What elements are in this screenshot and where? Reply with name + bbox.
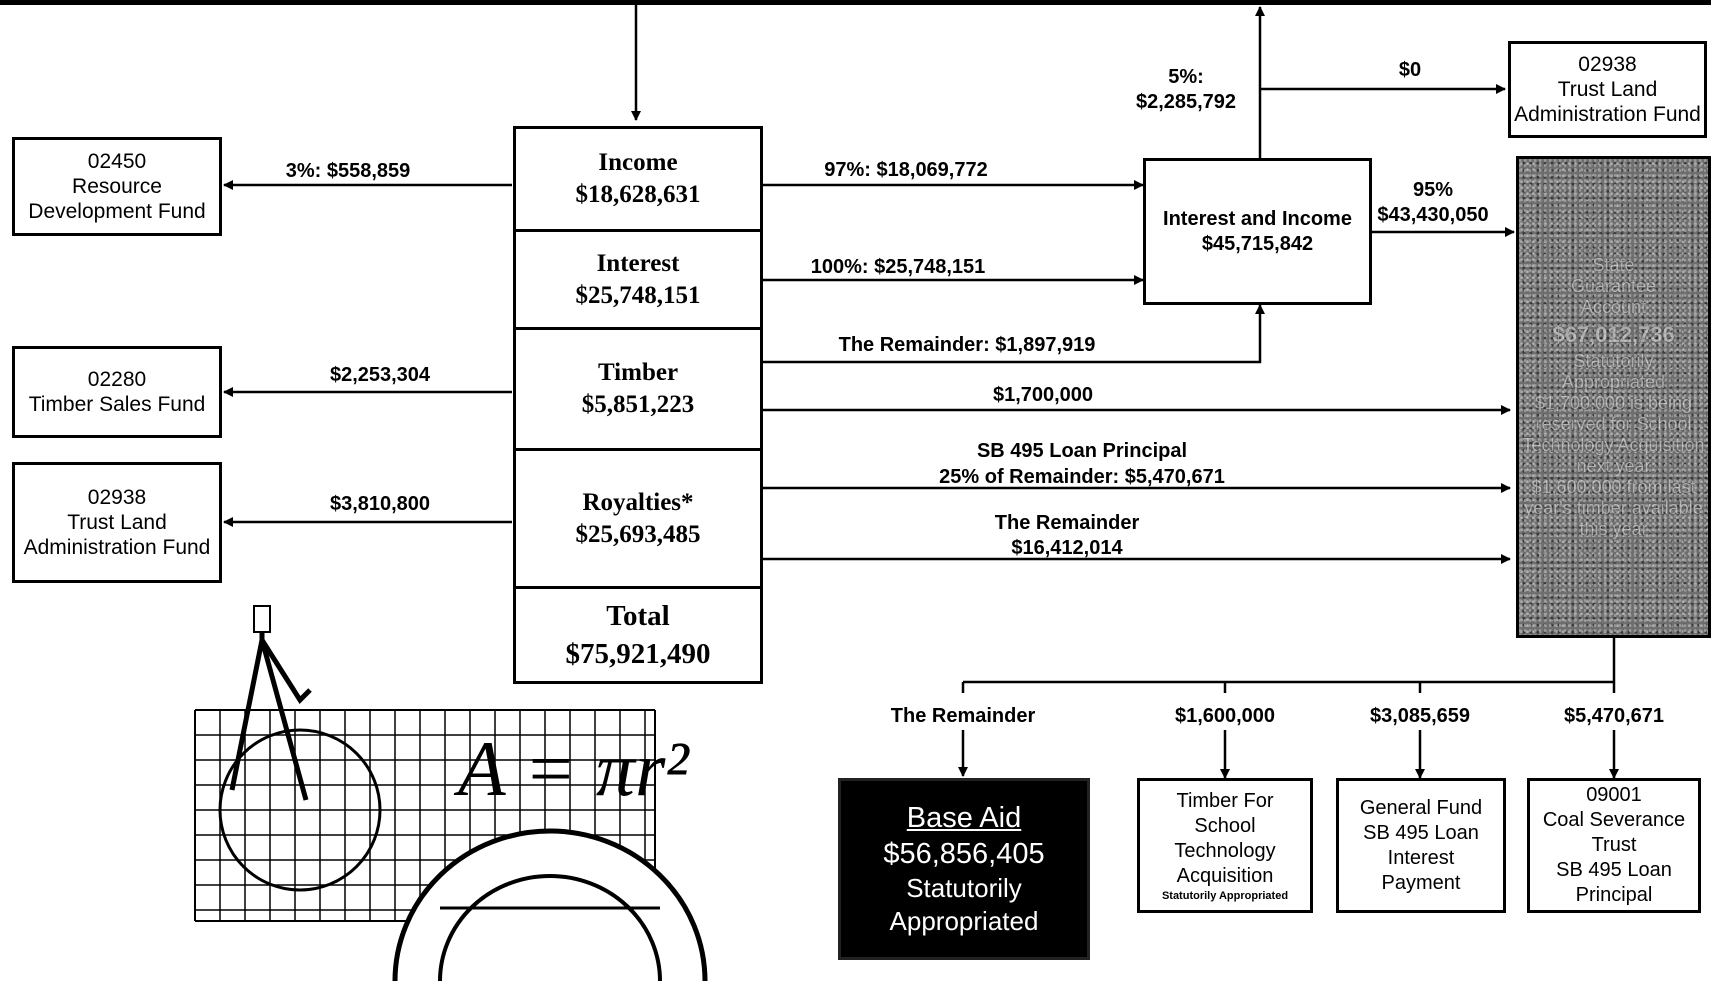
line: SB 495 Loan [1363,821,1479,844]
timber-sales-fund-box: 02280 Timber Sales Fund [12,346,222,438]
area-formula: A = πr² [453,725,690,812]
state-account-line: Statutorily [1573,350,1654,371]
line: General Fund [1359,796,1483,819]
top-border [0,0,1711,5]
flow-label-sb495-2: 25% of Remainder: $5,470,671 [939,466,1225,488]
flow-label-timber-remainder: The Remainder: $1,897,919 [838,334,1096,356]
trust-land-admin-fund-box: 02938 Trust Land Administration Fund [12,462,222,583]
flow-label-base: The Remainder [890,705,1036,727]
line: Technology [1174,839,1276,862]
state-account-line: reserved for School [1535,413,1692,434]
fund-name-line1: Resource [72,175,162,198]
timber-cell: Timber $5,851,223 [516,330,760,451]
fund-name: Timber Sales Fund [28,393,206,416]
line: Coal Severance [1542,809,1686,831]
flow-label-zero: $0 [1398,59,1422,81]
royalties-amount: $25,693,485 [575,520,701,548]
state-account-line: $1,600,000 from last [1531,476,1696,497]
state-account-line: Appropriated [1561,371,1666,392]
line: SB 495 Loan [1556,859,1672,881]
fund-name-line2: Development Fund [28,200,206,223]
trust-land-admin-fund-top-box: 02938 Trust Land Administration Fund [1508,41,1707,138]
flow-label-95-2: $43,430,050 [1377,204,1489,226]
base-aid-amount: $56,856,405 [883,838,1045,870]
royalties-cell: Royalties* $25,693,485 [516,451,760,589]
income-label: Income [598,149,678,176]
interest-cell: Interest $25,748,151 [516,232,760,330]
state-account-line: next year [1576,455,1651,476]
base-aid-line3: Statutorily [906,873,1022,903]
flow-label-coal: $5,470,671 [1563,705,1665,727]
line: 09001 [1586,784,1642,806]
fund-name-line1: Trust Land [67,511,167,534]
state-account-line: year's timber available [1524,497,1703,518]
flow-label-sb495-1: SB 495 Loan Principal [976,440,1188,462]
interest-income-amount: $45,715,842 [1201,232,1314,255]
state-account-line: this year [1579,518,1648,539]
line: Timber For [1176,789,1274,812]
state-account-line: Technology Acquisition [1522,434,1705,455]
flow-label-royalty-remainder-1: The Remainder [994,512,1140,534]
base-aid-box: Base Aid $56,856,405 Statutorily Appropr… [838,778,1090,960]
total-amount: $75,921,490 [565,638,711,670]
total-cell: Total $75,921,490 [516,589,760,681]
state-account-line: State [1592,254,1635,275]
line: School [1194,814,1256,837]
state-account-line: $67,012,736 [1552,321,1675,347]
fund-code: 02280 [87,368,147,391]
revenue-stack: Income $18,628,631 Interest $25,748,151 … [513,126,763,684]
flow-label-five-pct-2: $2,285,792 [1135,91,1237,113]
coal-severance-box: 09001 Coal Severance Trust SB 495 Loan P… [1527,778,1701,913]
line: Principal [1575,884,1653,906]
flow-label-timber-direct: $1,700,000 [992,384,1094,406]
fund-name-line2: Administration Fund [23,536,211,559]
flow-label-five-pct-1: 5%: [1168,66,1204,88]
small-note: Statutorily Appropriated [1161,889,1289,902]
interest-amount: $25,748,151 [575,281,701,309]
state-account-line: Account [1580,296,1647,317]
flow-label-interest-ii: 100%: $25,748,151 [810,256,986,278]
timber-school-tech-box: Timber For School Technology Acquisition… [1137,778,1313,913]
income-amount: $18,628,631 [575,181,701,208]
interest-label: Interest [596,249,680,277]
general-fund-box: General Fund SB 495 Loan Interest Paymen… [1336,778,1506,913]
flow-label-income-ii: 97%: $18,069,772 [824,159,988,181]
fund-code: 02938 [87,486,147,509]
flow-label-trustland: $3,810,800 [329,493,431,515]
interest-income-box: Interest and Income $45,715,842 [1143,158,1372,305]
fund-name-line2: Administration Fund [1514,103,1701,126]
state-account-line: Guarantee [1570,275,1657,296]
income-cell: Income $18,628,631 [516,129,760,232]
base-aid-title: Base Aid [906,802,1022,834]
flow-label-general: $3,085,659 [1369,705,1471,727]
flow-label-95-1: 95% [1412,179,1454,201]
interest-income-label: Interest and Income [1163,207,1352,230]
flow-label-royalty-remainder-2: $16,412,014 [1011,537,1123,559]
resource-development-fund-box: 02450 Resource Development Fund [12,137,222,236]
flow-label-timbersales: $2,253,304 [329,364,431,386]
royalties-label: Royalties* [582,488,694,516]
base-aid-line4: Appropriated [889,906,1039,936]
line: Acquisition [1176,864,1274,887]
total-label: Total [606,600,670,632]
flow-label-resource: 3%: $558,859 [285,160,411,182]
fund-code: 02450 [87,150,147,173]
line: Trust [1591,834,1637,856]
flow-label-timber-school: $1,600,000 [1174,705,1276,727]
state-account-line: $1,700,000 is being [1534,392,1693,413]
arrow-timber-remainder [762,304,1265,364]
line: Payment [1381,871,1461,894]
fund-name-line1: Trust Land [1557,78,1658,101]
timber-label: Timber [597,359,679,386]
fund-code: 02938 [1578,53,1637,76]
timber-amount: $5,851,223 [581,391,695,418]
geometry-clipart [194,605,708,981]
line: Interest [1387,846,1455,869]
